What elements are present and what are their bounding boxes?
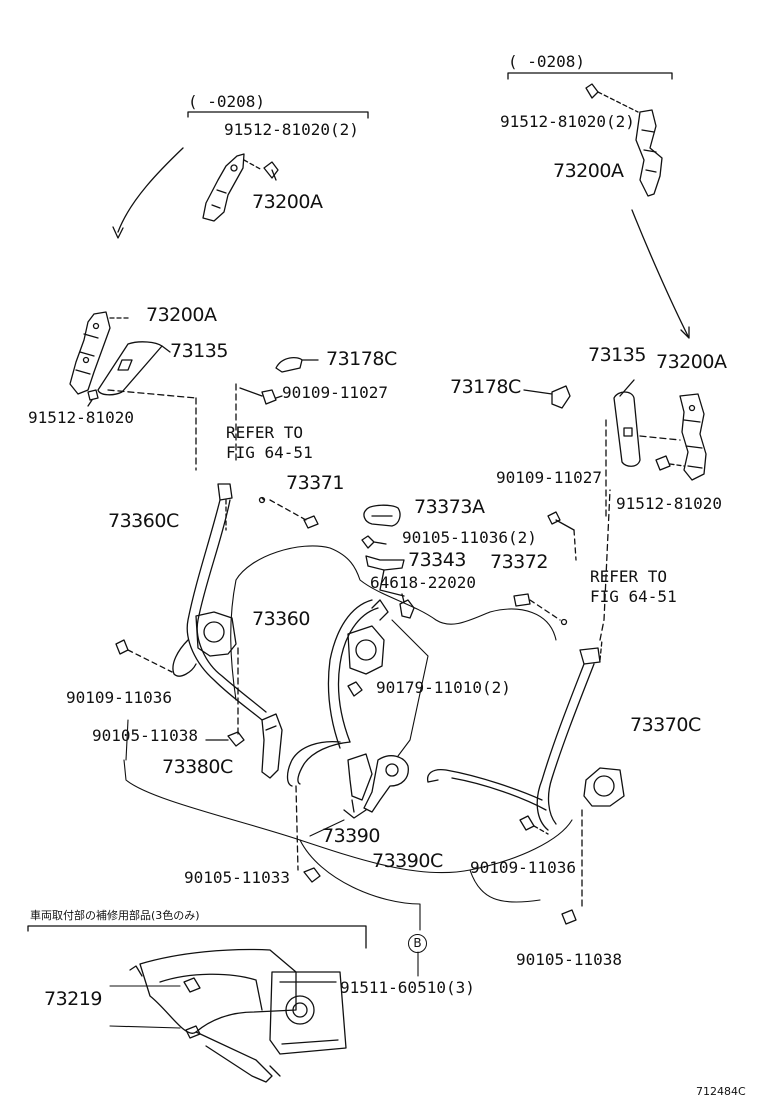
- part-number-73178c-left: 73178C: [326, 348, 397, 370]
- part-number-73390: 73390: [322, 825, 380, 847]
- part-number-90179-11010-2: 90179-11010(2): [376, 678, 511, 697]
- range-label-right: ( -0208): [508, 52, 586, 71]
- part-number-90109-11036-right: 90109-11036: [470, 858, 576, 877]
- buckle-73390c: [343, 755, 409, 819]
- refer-note-left-line2: FIG 64-51: [226, 443, 313, 462]
- part-number-73343: 73343: [408, 549, 466, 571]
- bolt-90105-11038-left: [227, 731, 245, 747]
- belt-73360c-left: [172, 483, 267, 721]
- bolt-90109-11036-right: [519, 815, 535, 831]
- part-number-90105-11033: 90105-11033: [184, 868, 290, 887]
- part-73373a: [363, 504, 401, 527]
- bolt-90109-11027-right: [547, 511, 575, 531]
- part-number-90109-11027-right: 90109-11027: [496, 468, 602, 487]
- part-number-90105-11038-right: 90105-11038: [516, 950, 622, 969]
- arc-arrow-left: [117, 147, 184, 233]
- refer-point-left: [258, 496, 266, 504]
- part-number-73200a-upper-right: 73200A: [553, 160, 624, 182]
- figure-code: 712484C: [696, 1085, 746, 1098]
- part-number-73390c: 73390C: [372, 850, 443, 872]
- bracket-73343: [365, 555, 405, 597]
- arc-arrow-left-head: [112, 226, 124, 239]
- inset-title: 車両取付部の補修用部品(3色のみ): [30, 909, 200, 922]
- part-number-91512-81020-2-left: 91512-81020(2): [224, 120, 359, 139]
- part-number-90105-11038-left: 90105-11038: [92, 726, 198, 745]
- part-number-73135-left: 73135: [170, 340, 228, 362]
- inset-frame: [27, 925, 367, 949]
- part-number-73360: 73360: [252, 608, 310, 630]
- refer-note-right-line2: FIG 64-51: [590, 587, 677, 606]
- part-number-73178c-right: 73178C: [450, 376, 521, 398]
- seat-cushion-outline: [123, 759, 573, 874]
- trim-cover-right: [613, 379, 641, 467]
- range-label-left: ( -0208): [188, 92, 266, 111]
- part-number-91512-81020-right: 91512-81020: [616, 494, 722, 513]
- arc-arrow-right-head: [680, 326, 690, 339]
- part-number-73200a-upper-left: 73200A: [252, 191, 323, 213]
- anchor-bracket-upper-left: [202, 153, 279, 222]
- part-number-73200a-mid-left: 73200A: [146, 304, 217, 326]
- belt-73370c-right: [426, 647, 625, 831]
- refer-note-left-line1: REFER TO: [226, 423, 304, 442]
- nut-90179-11010: [347, 681, 363, 697]
- part-number-73380c: 73380C: [162, 756, 233, 778]
- bolt-90109-11036-left: [115, 639, 173, 673]
- part-number-91512-81020-2-right: 91512-81020(2): [500, 112, 635, 131]
- anchor-bracket-upper-right: [585, 83, 663, 197]
- part-number-73219: 73219: [44, 988, 102, 1010]
- leader-73360: [391, 619, 429, 757]
- anchor-bracket-mid-left: [69, 311, 131, 407]
- buckle-73390: [347, 753, 373, 813]
- buckle-73380c: [261, 713, 283, 779]
- bolt-90109-11027-left: [239, 387, 283, 405]
- reference-circle-b: B: [408, 934, 427, 953]
- part-number-90105-11036-2: 90105-11036(2): [402, 528, 537, 547]
- trim-cover-mid-left: [97, 341, 197, 399]
- screw-90105-11036: [361, 535, 387, 549]
- refer-point-right: [560, 618, 568, 626]
- part-number-90109-11036-left: 90109-11036: [66, 688, 172, 707]
- bolt-90105-11038-right: [561, 909, 577, 925]
- clip-73178c-left: [275, 356, 303, 373]
- part-number-73370c: 73370C: [630, 714, 701, 736]
- bolt-64618-22020: [399, 599, 415, 619]
- bolt-90105-11033: [303, 867, 321, 883]
- part-73372: [513, 593, 531, 607]
- range-bracket-left: [187, 111, 369, 119]
- arc-arrow-right: [631, 209, 689, 337]
- range-bracket-right: [507, 72, 673, 80]
- inset-anchor-73219: [109, 948, 347, 1083]
- refer-note-right-line1: REFER TO: [590, 567, 668, 586]
- part-number-73372: 73372: [490, 551, 548, 573]
- clip-73178c-right: [551, 385, 571, 409]
- part-73371: [303, 515, 319, 529]
- seat-back-outline: [235, 545, 557, 641]
- part-number-73360c: 73360C: [108, 510, 179, 532]
- part-number-73200a-mid-right: 73200A: [656, 351, 727, 373]
- part-number-91512-81020-left: 91512-81020: [28, 408, 134, 427]
- part-number-64618-22020: 64618-22020: [370, 573, 476, 592]
- part-number-73373a: 73373A: [414, 496, 485, 518]
- part-number-90109-11027-left: 90109-11027: [282, 383, 388, 402]
- part-number-73371: 73371: [286, 472, 344, 494]
- part-number-73135-right: 73135: [588, 344, 646, 366]
- anchor-bracket-mid-right: [639, 393, 707, 481]
- part-number-91511-60510-3: 91511-60510(3): [340, 978, 475, 997]
- belt-73360-center: [286, 599, 389, 787]
